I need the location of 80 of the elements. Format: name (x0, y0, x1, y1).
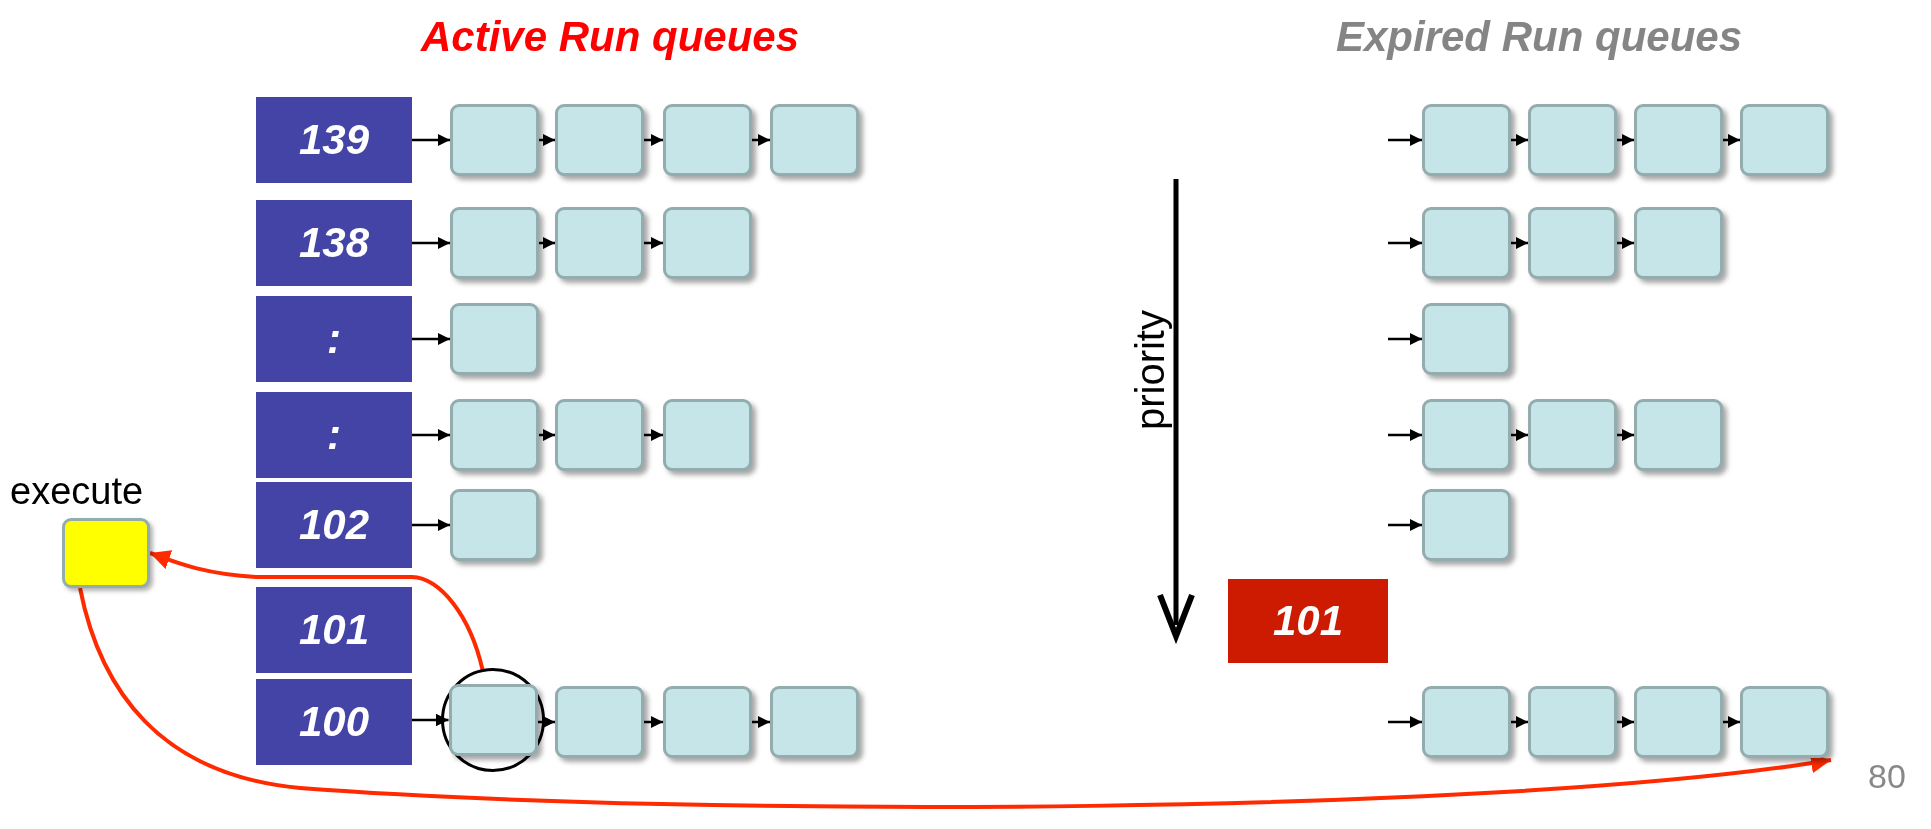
task-box (450, 207, 539, 279)
task-box (1422, 303, 1511, 375)
node-heading: execute (10, 470, 144, 513)
arrow (537, 715, 555, 729)
arrow (644, 428, 663, 442)
arrow (539, 428, 555, 442)
arrow (1388, 133, 1422, 147)
task-box (1740, 104, 1829, 176)
arrow (1388, 715, 1422, 729)
arrow (1511, 133, 1528, 147)
task-box (448, 684, 538, 756)
arrow (644, 715, 663, 729)
priority-box: 138 (256, 200, 412, 286)
arrow (1617, 236, 1634, 250)
arrow (412, 133, 450, 147)
task-box (663, 399, 752, 471)
arrow (1388, 236, 1422, 250)
task-box (1422, 489, 1511, 561)
arrow (1388, 428, 1422, 442)
arrow (539, 133, 555, 147)
task-box (1634, 686, 1723, 758)
arrow (752, 715, 770, 729)
section-title: Expired Run queues (1335, 13, 1743, 61)
arrow (1723, 133, 1740, 147)
task-box (555, 399, 644, 471)
task-box (1422, 686, 1511, 758)
arrow (412, 713, 449, 727)
page-number: 80 (1868, 757, 1906, 796)
task-box (1528, 207, 1617, 279)
arrow (644, 236, 663, 250)
arrow (1617, 428, 1634, 442)
arrow (1511, 428, 1528, 442)
task-box (450, 104, 539, 176)
arrow (1723, 715, 1740, 729)
task-box (1422, 104, 1511, 176)
arrow (78, 587, 1832, 809)
arrow (149, 550, 485, 671)
arrow (412, 236, 450, 250)
task-box (1634, 104, 1723, 176)
task-box (770, 686, 859, 758)
priority-box: 101 (256, 587, 412, 673)
task-box (450, 303, 539, 375)
priority-box: 100 (256, 679, 412, 765)
task-box (555, 207, 644, 279)
task-box (1422, 399, 1511, 471)
priority-box: : (256, 296, 412, 382)
task-box (450, 399, 539, 471)
task-box (663, 104, 752, 176)
arrow (1617, 133, 1634, 147)
task-box (1528, 399, 1617, 471)
arrow (1388, 518, 1422, 532)
task-box (1634, 207, 1723, 279)
arrow (644, 133, 663, 147)
arrow (1617, 715, 1634, 729)
arrow (1388, 332, 1422, 346)
arrow (412, 518, 450, 532)
arrow (1511, 715, 1528, 729)
task-box (555, 686, 644, 758)
arrow (412, 332, 450, 346)
task-box (1740, 686, 1829, 758)
task-box (663, 207, 752, 279)
task-box (1528, 104, 1617, 176)
task-box (1528, 686, 1617, 758)
arrow (539, 236, 555, 250)
priority-box: 101 (1228, 579, 1388, 663)
arrow (1511, 236, 1528, 250)
task-box (1634, 399, 1723, 471)
task-box (555, 104, 644, 176)
priority-box: : (256, 392, 412, 478)
task-box (450, 489, 539, 561)
task-box (1422, 207, 1511, 279)
priority-box: 139 (256, 97, 412, 183)
arrow (412, 428, 450, 442)
task-box (770, 104, 859, 176)
task-box (663, 686, 752, 758)
arrow (752, 133, 770, 147)
section-title: Active Run queues (420, 13, 800, 61)
axis-label: priority (1128, 310, 1173, 431)
highlight-circle (441, 668, 545, 772)
priority-box: 102 (256, 482, 412, 568)
